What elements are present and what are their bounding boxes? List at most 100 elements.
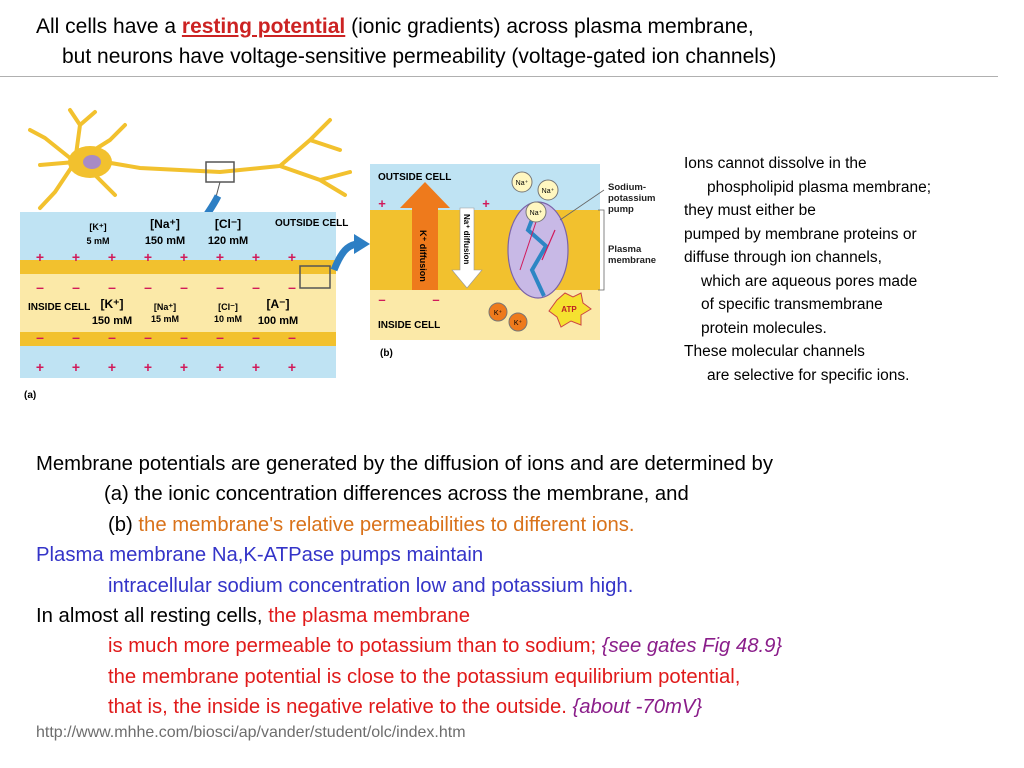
charge-minus: – [108,279,116,295]
charge-minus: – [72,329,80,345]
ion-in-a-conc: 100 mM [258,315,298,327]
ion-in-k-conc: 150 mM [92,315,132,327]
na-ion: Na⁺ [516,180,529,187]
panel-b-label: (b) [380,348,393,359]
panel-b: OUTSIDE CELL INSIDE CELL + + – – K⁺ diff… [370,164,600,359]
charge-plus: + [216,359,224,375]
charge-minus: – [288,279,296,295]
charge-plus: + [108,359,116,375]
membrane-figure: + + + + + + + + – – – – – – – – – – – – [20,100,680,410]
panel-b-inside-label: INSIDE CELL [378,320,440,331]
body-line-3: (b) the membrane's relative permeabiliti… [36,510,782,540]
charge-minus: – [378,292,385,307]
charge-plus: + [288,249,296,265]
body-line-3-highlight: the membrane's relative permeabilities t… [138,513,635,536]
ion-in-cl-name: [Cl⁻] [218,302,238,312]
zoom-arrow [330,240,357,272]
charge-plus: + [144,359,152,375]
k-ion: K⁺ [494,310,503,317]
charge-minus: – [216,329,224,345]
pump-label-line1: Sodium- [608,182,646,193]
side-line: are selective for specific ions. [707,366,910,384]
ion-out-na-conc: 150 mM [145,235,185,247]
ion-out-k-conc: 5 mM [86,236,109,246]
na-diffusion-label: Na⁺ diffusion [462,214,471,265]
charge-plus: + [216,249,224,265]
side-line: Ions cannot dissolve in the [684,155,867,172]
body-line-9-note: {about -70mV} [572,696,703,719]
charge-minus: – [144,329,152,345]
charge-plus: + [144,249,152,265]
body-line-9: that is, the inside is negative relative… [36,692,782,722]
title-post: (ionic gradients) across plasma membrane… [345,15,754,38]
zoom-arrow-head [354,234,370,254]
body-line-7-note: {see gates Fig 48.9} [601,635,783,658]
side-line: diffuse through ion channels, [684,249,882,266]
body-line-7: is much more permeable to potassium than… [36,631,782,661]
k-diffusion-label: K⁺ diffusion [418,230,428,282]
ion-out-cl-conc: 120 mM [208,235,248,247]
membrane-label-line2: membrane [608,255,656,266]
panel-a: + + + + + + + + – – – – – – – – – – – – [20,212,348,401]
figure-svg: + + + + + + + + – – – – – – – – – – – – [20,108,656,401]
charge-minus: – [432,292,439,307]
ion-in-k-name: [K⁺] [101,297,124,311]
body-line-3-prefix: (b) [108,513,139,536]
side-notes: Ions cannot dissolve in the phospholipid… [684,152,1014,387]
body-line-5: intracellular sodium concentration low a… [108,574,634,597]
body-line-9-text: that is, the inside is negative relative… [108,696,573,719]
charge-minus: – [180,329,188,345]
ion-out-k-name: [K⁺] [89,222,106,232]
charge-plus: + [252,249,260,265]
body-line-8: the membrane potential is close to the p… [108,665,741,688]
charge-plus: + [36,359,44,375]
side-line: protein molecules. [701,319,827,337]
membrane-label-line1: Plasma [608,244,642,255]
body-line-6-prefix: In almost all resting cells, [36,605,269,628]
charge-plus: + [252,359,260,375]
body-line-6-highlight: the plasma membrane [268,605,470,628]
charge-minus: – [72,279,80,295]
body-line-4: Plasma membrane Na,K-ATPase pumps mainta… [36,544,484,567]
charge-plus: + [378,196,386,211]
charge-minus: – [216,279,224,295]
source-url[interactable]: http://www.mhhe.com/biosci/ap/vander/stu… [36,724,466,741]
body-line-1: Membrane potentials are generated by the… [36,453,773,475]
charge-minus: – [144,279,152,295]
body-line-6: In almost all resting cells, the plasma … [36,601,782,631]
na-ion: Na⁺ [542,188,555,195]
panel-a-inside-label: INSIDE CELL [28,302,90,313]
body-line-2: (a) the ionic concentration differences … [104,483,689,506]
na-diffusion-arrow [451,207,483,289]
panel-a-label: (a) [24,390,36,401]
title-highlight: resting potential [181,15,346,38]
ion-out-na-name: [Na⁺] [150,217,180,231]
side-line: they must either be [684,202,816,219]
side-line: of specific transmembrane [701,296,883,313]
side-line: These molecular channels [684,343,865,360]
pump-label-line3: pump [608,204,634,215]
charge-plus: + [72,359,80,375]
ion-in-cl-conc: 10 mM [214,314,242,324]
charge-plus: + [36,249,44,265]
ion-out-cl-name: [Cl⁻] [215,217,241,231]
panel-b-outside-label: OUTSIDE CELL [378,172,451,183]
charge-plus: + [108,249,116,265]
atp-burst-icon [548,292,592,328]
charge-minus: – [36,329,44,345]
title-line2: but neurons have voltage-sensitive perme… [62,45,777,68]
atp-label: ATP [561,305,577,314]
side-line: pumped by membrane proteins or [684,225,917,243]
pump-label-line2: potassium [608,193,656,204]
membrane-bracket [598,209,605,291]
body-line-7-text: is much more permeable to potassium than… [108,635,602,658]
charge-minus: – [252,279,260,295]
panel-a-outside-label: OUTSIDE CELL [275,218,348,229]
ion-in-na-conc: 15 mM [151,314,179,324]
charge-minus: – [180,279,188,295]
charge-plus: + [288,359,296,375]
charge-plus: + [180,249,188,265]
side-line: phospholipid plasma membrane; [707,178,932,196]
charge-minus: – [36,279,44,295]
charge-minus: – [252,329,260,345]
